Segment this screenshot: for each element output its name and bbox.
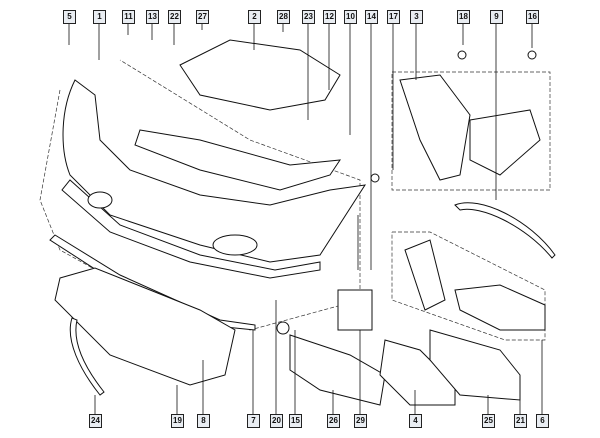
part-label-5[interactable]: 5 <box>63 10 76 24</box>
part-label-23[interactable]: 23 <box>302 10 315 24</box>
group-outline-brackets <box>391 71 551 191</box>
part-label-21[interactable]: 21 <box>514 414 527 428</box>
part-label-24[interactable]: 24 <box>89 414 102 428</box>
screw-part <box>457 50 467 60</box>
part-label-1[interactable]: 1 <box>93 10 106 24</box>
chrome-trim-part <box>454 202 556 259</box>
part-label-15[interactable]: 15 <box>289 414 302 428</box>
part-label-14[interactable]: 14 <box>365 10 378 24</box>
bumper-lower-lip-part <box>61 179 321 279</box>
part-label-16[interactable]: 16 <box>526 10 539 24</box>
screw-part-2 <box>527 50 537 60</box>
part-label-3[interactable]: 3 <box>410 10 423 24</box>
right-bracket-part <box>469 109 541 176</box>
side-bracket-part <box>404 239 446 311</box>
part-label-12[interactable]: 12 <box>323 10 336 24</box>
left-bracket-part <box>399 74 471 181</box>
part-label-13[interactable]: 13 <box>146 10 159 24</box>
clip-part <box>370 173 380 183</box>
part-label-22[interactable]: 22 <box>168 10 181 24</box>
part-label-27[interactable]: 27 <box>196 10 209 24</box>
part-label-19[interactable]: 19 <box>171 414 184 428</box>
part-label-9[interactable]: 9 <box>490 10 503 24</box>
group-outline-grille <box>391 231 546 341</box>
part-label-25[interactable]: 25 <box>482 414 495 428</box>
front-bumper-part <box>62 79 367 263</box>
upper-cover-part <box>179 39 341 111</box>
fog-lamp-opening-left <box>87 191 113 209</box>
part-label-4[interactable]: 4 <box>409 414 422 428</box>
part-label-26[interactable]: 26 <box>327 414 340 428</box>
fog-lamp-surround-part <box>454 284 546 331</box>
part-label-18[interactable]: 18 <box>457 10 470 24</box>
fog-module-part <box>337 289 373 331</box>
part-label-17[interactable]: 17 <box>387 10 400 24</box>
part-label-11[interactable]: 11 <box>122 10 135 24</box>
lower-strip-part <box>49 234 256 331</box>
part-label-7[interactable]: 7 <box>247 414 260 428</box>
part-label-8[interactable]: 8 <box>197 414 210 428</box>
part-label-20[interactable]: 20 <box>270 414 283 428</box>
absorber-bar-part <box>134 129 342 191</box>
part-label-6[interactable]: 6 <box>536 414 549 428</box>
lower-grille-part <box>379 339 456 406</box>
part-label-28[interactable]: 28 <box>277 10 290 24</box>
fog-lamp-opening <box>212 234 258 256</box>
part-label-10[interactable]: 10 <box>344 10 357 24</box>
bolt-part <box>276 321 290 335</box>
part-label-2[interactable]: 2 <box>248 10 261 24</box>
seal-strip-part <box>69 317 105 396</box>
part-label-29[interactable]: 29 <box>354 414 367 428</box>
grille-frame-part <box>289 334 386 406</box>
